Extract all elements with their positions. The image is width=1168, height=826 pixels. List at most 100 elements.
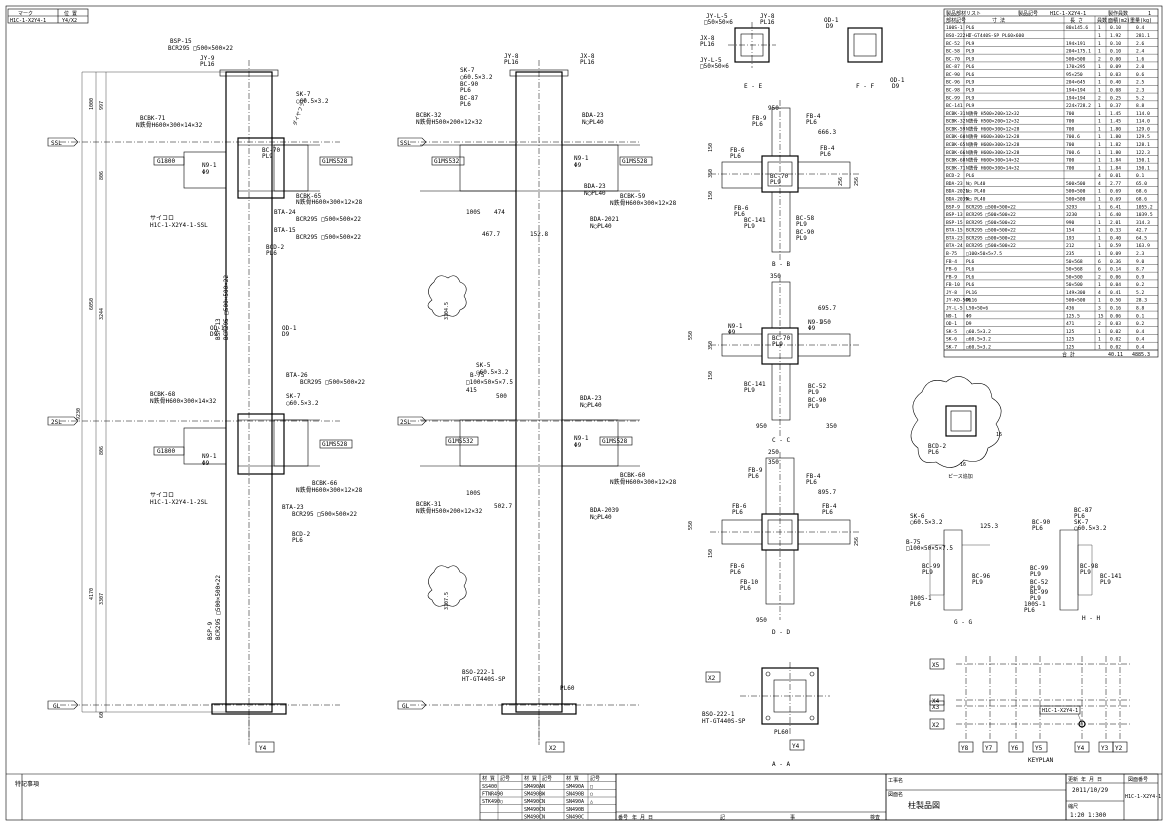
parts-cell: PL16: [966, 298, 977, 304]
parts-cell: 193: [1066, 235, 1075, 241]
parts-cell: PL6: [966, 259, 975, 265]
parts-list-title: 製品部材リスト: [946, 10, 981, 17]
parts-cell: 68.6: [1136, 196, 1147, 202]
dim: 256: [854, 177, 860, 186]
lbl: N◯PL40: [590, 514, 612, 521]
lbl: N鉄骨H600×300×12×28: [296, 198, 363, 206]
parts-cell: 0.4: [1136, 329, 1145, 335]
lbl: Φ9: [574, 162, 582, 169]
lbl: PL16: [760, 19, 775, 26]
parts-cell: 50×568: [1066, 259, 1083, 265]
lbl: N9-1: [574, 435, 589, 442]
lbl: PL6: [460, 101, 471, 108]
lbl: JX-8: [700, 35, 715, 42]
lbl: PL9: [1080, 569, 1091, 576]
dim: 150: [708, 191, 714, 200]
lbl: N9-1: [728, 323, 743, 330]
section-title-ee: E - E: [744, 83, 762, 90]
lbl: G1MS528: [322, 441, 348, 448]
parts-cell: 0.04: [1110, 282, 1121, 288]
lbl: 100S-1: [910, 595, 932, 602]
parts-cell: 700: [1066, 119, 1075, 125]
lbl: PL9: [796, 235, 807, 242]
parts-cell: 1: [1098, 41, 1101, 47]
parts-cell: 1: [1098, 196, 1101, 202]
lbl: BSO-222-1: [702, 711, 735, 718]
lbl: G1MS532: [448, 438, 474, 445]
parts-cell: 0.1: [1136, 313, 1145, 319]
parts-cell: 0.4: [1136, 25, 1145, 31]
dim-4170: 4170: [89, 588, 95, 600]
keyplan-y-axis: X4: [932, 698, 940, 705]
dim-6050: 6050: [89, 298, 95, 310]
dim: 256: [854, 537, 860, 546]
parts-list: 製品部材リスト 製品記号 H1C-1-X2Y4-1 製作員数 1 部材記号 寸 …: [943, 8, 1159, 358]
parts-cell: BC-58: [946, 49, 960, 55]
qty-label: 製作員数: [1108, 10, 1128, 17]
parts-cell: JY-KD-500: [946, 298, 971, 304]
parts-cell: N鉄骨 H600×300×14×32: [966, 157, 1020, 164]
lbl: PL9: [796, 221, 807, 228]
parts-cell: 1.80: [1110, 134, 1121, 140]
parts-cell: 0.01: [1110, 173, 1121, 179]
dim: 150: [708, 549, 714, 558]
lbl: BC-141: [744, 381, 766, 388]
lbl: □50×50×6: [704, 19, 733, 26]
lbl: BCBK-31: [416, 501, 442, 508]
parts-cell: 1.92: [1110, 33, 1121, 39]
dim: 666.3: [818, 129, 836, 136]
parts-cell: PL6: [966, 274, 975, 280]
parts-cell: PL6: [966, 64, 975, 70]
lbl: PL6: [1032, 525, 1043, 532]
keyplan-y-axis: X2: [932, 722, 940, 729]
parts-cell: 1: [1098, 228, 1101, 234]
parts-cell: BCBK-65: [946, 142, 966, 148]
axis-x2: X2: [549, 745, 557, 752]
parts-cell: PL9: [966, 95, 975, 101]
lbl: 100S: [466, 490, 481, 497]
parts-cell: BCBK-32: [946, 119, 966, 125]
material-header: 記号: [590, 775, 600, 782]
parts-cell: 0.03: [1110, 321, 1121, 327]
lbl: BCBK-65: [296, 193, 322, 200]
lbl: ◯60.5×3.2: [296, 98, 329, 105]
lbl: PL6: [806, 479, 817, 486]
material-cell: SN490C: [566, 815, 584, 821]
lbl: PL6: [748, 473, 759, 480]
parts-cell: 700: [1066, 126, 1075, 132]
parts-cell: BC-90: [946, 72, 960, 78]
parts-cell: FB-4: [946, 259, 957, 265]
parts-cell: 1.45: [1110, 119, 1121, 125]
parts-cell: 8.8: [1136, 305, 1145, 311]
parts-cell: 2.5: [1136, 80, 1145, 86]
level-gl: GL: [402, 703, 410, 710]
lbl: ◯60.5×3.2: [286, 400, 319, 407]
parts-cell: BCR295 □500×500×22: [966, 212, 1016, 218]
dim: 350: [708, 169, 714, 178]
parts-cell: □100×50×5×7.5: [966, 251, 1002, 257]
parts-cell: 50×568: [1066, 267, 1083, 273]
lbl: JY-L-5: [700, 57, 722, 64]
lbl: BCBK-66: [312, 480, 338, 487]
parts-cell: 1: [1098, 282, 1101, 288]
lbl: PL6: [266, 250, 277, 257]
rev-header: 記: [720, 814, 725, 821]
parts-cell: 4: [1098, 290, 1101, 296]
total-area: 40.11: [1108, 352, 1123, 358]
section-title-ff: F - F: [856, 83, 874, 90]
parts-cell: 3: [1098, 305, 1101, 311]
lbl: PL9: [1030, 595, 1041, 602]
dim: 550: [688, 331, 694, 340]
parts-cell: 128.1: [1136, 142, 1150, 148]
level-ssl: SSL: [400, 140, 411, 147]
parts-cell: 2.77: [1110, 181, 1121, 187]
parts-cell: 1: [1098, 298, 1101, 304]
parts-cell: 0.40: [1110, 80, 1121, 86]
material-cell: N: [542, 799, 545, 805]
dim-3244: 3244: [99, 308, 105, 320]
parts-cell: JY-8: [946, 290, 957, 296]
piece-detail: BCD-2 PL6 ピース追加 16 16: [910, 376, 1002, 480]
section-cc: 350 695.7 950 550 350 150 950 350 BC-70 …: [688, 273, 860, 444]
lbl: BC-87: [460, 95, 478, 102]
left-elevation: SSL 2SL GL 997 1000 806 6050 3244 9230 8…: [47, 38, 365, 753]
